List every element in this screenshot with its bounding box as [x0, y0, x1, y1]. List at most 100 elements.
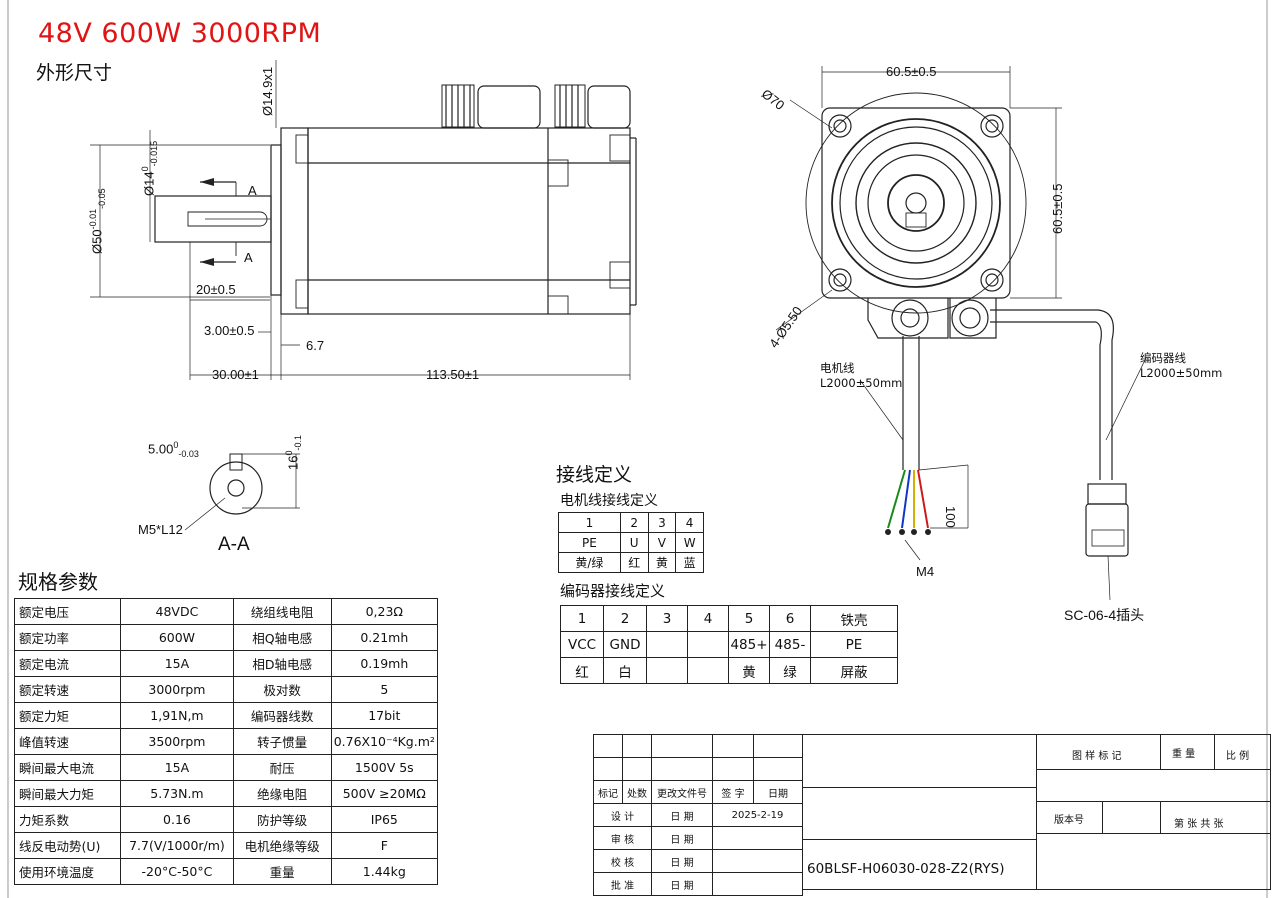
terminal-label: M4	[916, 564, 935, 579]
spec-value: 1,91N,m	[120, 702, 234, 729]
spec-label: 重量	[232, 858, 332, 885]
spec-value: 600W	[120, 624, 234, 651]
spec-value: 48VDC	[120, 598, 234, 625]
dim-square-width: 60.5±0.5	[886, 64, 937, 79]
spec-value: 15A	[120, 754, 234, 781]
spec-label: 绕组线电阻	[232, 598, 332, 625]
spec-value: 1500V 5s	[330, 754, 439, 781]
weight-label: 重 量	[1172, 749, 1196, 760]
spec-value: F	[330, 832, 439, 859]
dim-shaft-diameter: Ø140-0.015	[140, 140, 159, 196]
motor-wiring-header: 电机线接线定义	[560, 493, 658, 509]
spec-value: IP65	[330, 806, 439, 833]
dim-thread: M5*L12	[138, 522, 183, 537]
spec-label: 耐压	[232, 754, 332, 781]
spec-value: 5.73N.m	[120, 780, 234, 807]
dim-body-length: 113.50±1	[426, 367, 480, 382]
dim-key-width: 5.000-0.03	[148, 440, 199, 459]
spec-value: 0.21mh	[330, 624, 439, 651]
specs-header: 规格参数	[18, 570, 98, 594]
section-label: A-A	[218, 534, 250, 555]
spec-label: 极对数	[232, 676, 332, 703]
title-block-right: 图 样 标 记 重 量 比 例 版本号 第 张 共 张	[1036, 734, 1271, 890]
dim-pilot-diameter: Ø50-0.01-0.05	[88, 188, 107, 254]
spec-value: 0.16	[120, 806, 234, 833]
scale-label: 比 例	[1226, 751, 1250, 762]
spec-value: -20°C-50°C	[120, 858, 234, 885]
spec-label: 额定功率	[13, 624, 122, 651]
spec-label: 额定电流	[13, 650, 122, 677]
spec-label: 峰值转速	[13, 728, 122, 755]
spec-label: 额定电压	[13, 598, 122, 625]
spec-label: 编码器线数	[232, 702, 332, 729]
drawing-mark-label: 图 样 标 记	[1072, 751, 1122, 762]
spec-label: 额定力矩	[13, 702, 122, 729]
spec-label: 转子惯量	[232, 728, 332, 755]
spec-value: 1.44kg	[330, 858, 439, 885]
spec-label: 相D轴电感	[232, 650, 332, 677]
dim-shaft-length: 30.00±1	[212, 367, 259, 382]
drawing-title: 48V 600W 3000RPM	[38, 18, 322, 49]
spec-value: 7.7(V/1000r/m)	[120, 832, 234, 859]
title-block-middle: 60BLSF-H06030-028-Z2(RYS)	[803, 734, 1037, 890]
spec-label: 线反电动势(U)	[13, 832, 122, 859]
version-label: 版本号	[1054, 815, 1084, 826]
outline-header: 外形尺寸	[36, 62, 113, 84]
table-row: 黄/绿红黄蓝	[558, 552, 704, 573]
model-number: 60BLSF-H06030-028-Z2(RYS)	[807, 861, 1005, 877]
spec-value: 0.76X10⁻⁴Kg.m²	[330, 728, 439, 755]
spec-value: 500V ≥20MΩ	[330, 780, 439, 807]
spec-value: 3500rpm	[120, 728, 234, 755]
table-row: 红白黄绿屏蔽	[560, 657, 898, 684]
spec-label: 绝缘电阻	[232, 780, 332, 807]
rev-header-row: 标记 处数 更改文件号 签 字 日期	[593, 780, 803, 804]
spec-value: 5	[330, 676, 439, 703]
spec-label: 相Q轴电感	[232, 624, 332, 651]
dim-strip-length: 100	[943, 506, 958, 528]
spec-value: 17bit	[330, 702, 439, 729]
wiring-header: 接线定义	[556, 464, 633, 486]
spec-label: 力矩系数	[13, 806, 122, 833]
encoder-wiring-header: 编码器接线定义	[560, 582, 666, 600]
spec-label: 瞬间最大力矩	[13, 780, 122, 807]
dim-connector-thread: Ø14.9x1	[260, 66, 275, 116]
spec-label: 使用环境温度	[13, 858, 122, 885]
spec-label: 瞬间最大电流	[13, 754, 122, 781]
dim-flange-step: 3.00±0.5	[204, 323, 255, 338]
dim-flange-thickness: 6.7	[306, 338, 325, 353]
spec-value: 0,23Ω	[330, 598, 439, 625]
dim-key-length: 20±0.5	[196, 282, 236, 297]
plug-label: SC-06-4插头	[1064, 607, 1145, 623]
spec-label: 防护等级	[232, 806, 332, 833]
spec-label: 额定转速	[13, 676, 122, 703]
sheet-label: 第 张 共 张	[1174, 819, 1224, 830]
spec-label: 电机绝缘等级	[232, 832, 332, 859]
dim-square-height: 60.5±0.5	[1050, 183, 1065, 234]
section-mark-top: A	[248, 183, 257, 198]
section-mark-bottom: A	[244, 250, 253, 265]
dim-key-height: 160-0.1	[284, 435, 303, 470]
spec-value: 3000rpm	[120, 676, 234, 703]
spec-value: 0.19mh	[330, 650, 439, 677]
